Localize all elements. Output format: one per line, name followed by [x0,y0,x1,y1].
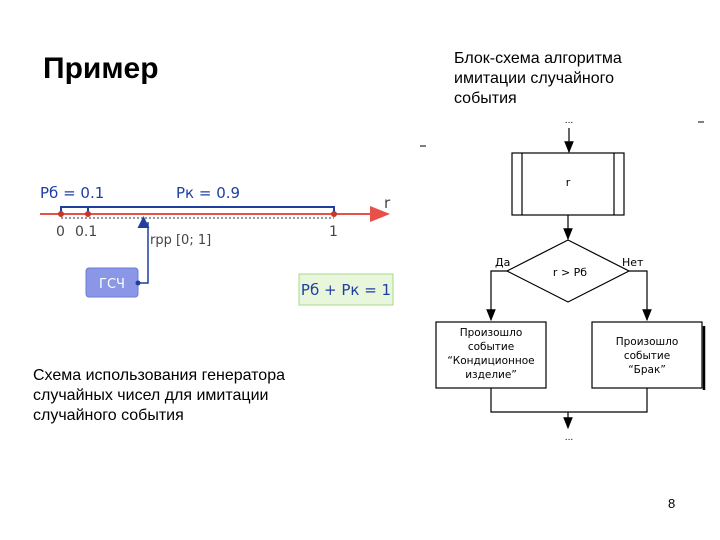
good-event-line-4: изделие” [465,369,517,381]
rpp-label: rрр [0; 1] [150,233,211,248]
scheme-caption-line-1: Схема использования генератора [33,367,285,384]
scheme-caption-line-2: случайных чисел для имитации [33,387,269,404]
process-box [511,152,625,216]
point-1 [331,211,337,217]
defect-event-box [591,321,703,389]
scheme-caption-line-3: случайного события [33,407,184,424]
good-event-line-2: событие [468,341,514,353]
process-label: r [566,176,571,189]
r-axis-label: r [384,194,391,212]
good-event-line-3: “Кондиционное [447,355,534,367]
flowchart-heading-line-1: Блок-схема алгоритма [454,50,622,67]
pk-bracket [87,206,335,214]
tick-01: 0.1 [75,224,97,240]
no-branch [629,270,652,322]
scheme-caption: Схема использования генератора случайных… [33,366,333,426]
gsch-port [135,280,141,286]
decision-label: r > Pб [553,266,587,279]
flowchart-heading-line-2: имитации случайного [454,70,615,87]
pk-label: Pк = 0.9 [176,184,240,202]
pb-label: Pб = 0.1 [40,184,104,202]
tick-1: 1 [329,224,338,240]
flowchart-heading-line-3: события [454,90,517,107]
point-0 [58,211,64,217]
defect-event-line-2: событие [624,350,670,362]
dots-bottom: ... [565,433,574,443]
page-number: 8 [668,496,676,511]
defect-event-line-1: Произошло [616,336,679,348]
decision-diamond [505,239,631,303]
tick-0: 0 [56,224,65,240]
sum-label: Pб + Pк = 1 [301,281,391,299]
merge-line [490,388,648,413]
no-label: Нет [622,256,644,269]
point-01 [85,211,91,217]
slide-title: Пример [43,52,159,85]
defect-event-line-3: “Брак” [628,364,666,376]
gsch-connector [137,216,150,284]
gsch-label: ГСЧ [99,277,125,292]
yes-branch [486,270,507,322]
yes-label: Да [495,256,510,269]
good-event-line-1: Произошло [460,327,523,339]
sum-box [298,273,394,306]
flowchart-heading: Блок-схема алгоритма имитации случайного… [454,49,694,109]
dots-top: ... [565,116,574,126]
